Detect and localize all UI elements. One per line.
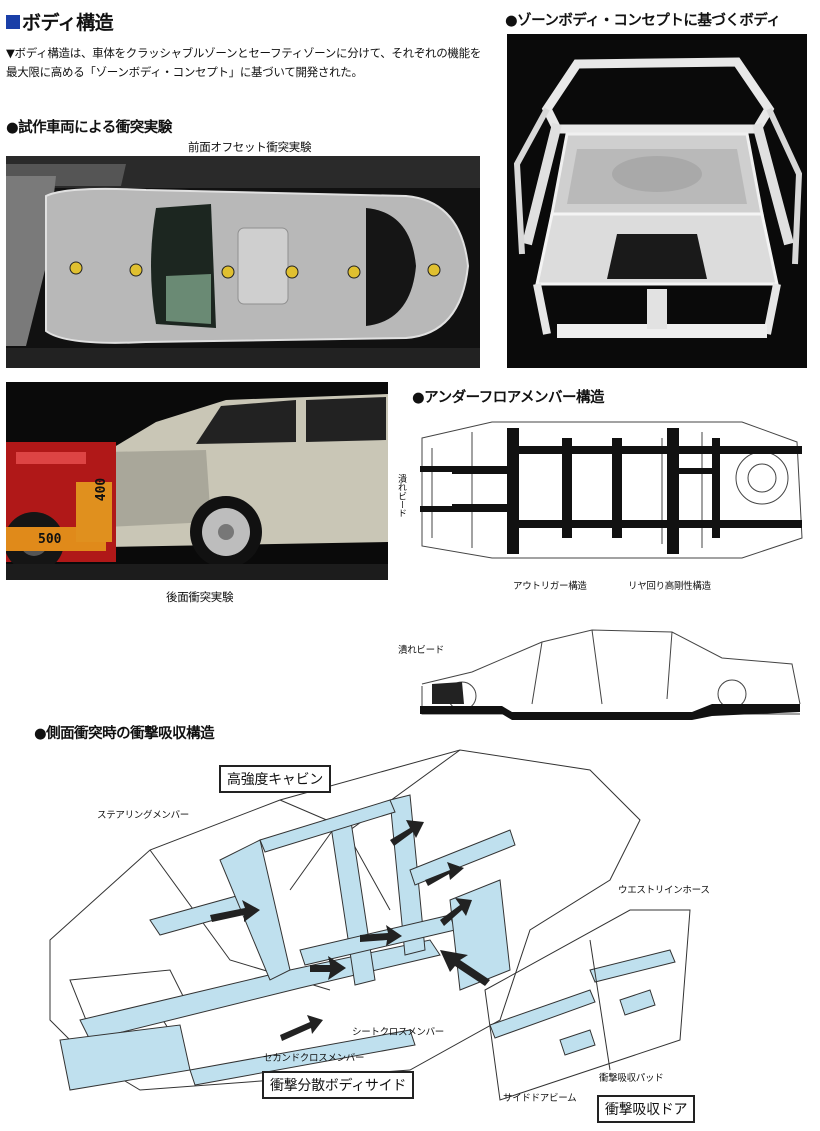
caption-rear-impact: 後面衝突実験 [166, 590, 234, 604]
page-title: ボディ構造 [6, 8, 114, 35]
barrier-number-bottom: 500 [38, 532, 62, 547]
front-offset-photo [6, 156, 480, 368]
label-seat-cross-member: シートクロスメンバー [352, 1027, 445, 1038]
side-impact-diagram [30, 740, 810, 1125]
label-impact-pad: 衝撃吸収パッド [599, 1073, 664, 1084]
label-steering-member: ステアリングメンバー [97, 810, 190, 821]
barrier-number-top: 400 [94, 477, 110, 502]
zone-body-photo [507, 34, 807, 368]
title-square-icon [6, 14, 20, 29]
label-impact-dispersion-body-side: 衝撃分散ボディサイド [262, 1071, 415, 1099]
label-outrigger: アウトリガー構造 [513, 581, 587, 592]
label-second-cross-member: セカンドクロスメンバー [263, 1053, 365, 1064]
label-waist-line-hose: ウエストリインホース [618, 885, 710, 896]
label-high-strength-cabin: 高強度キャビン [219, 765, 331, 793]
section-underfloor: ●アンダーフロアメンバー構造 [412, 390, 604, 406]
label-bead-side: 潰れビード [398, 645, 445, 656]
intro-text: ▼ボディ構造は、車体をクラッシャブルゾーンとセーフティゾーンに分けて、それぞれの… [6, 46, 482, 79]
underfloor-side-diagram [412, 624, 808, 728]
rear-impact-photo [6, 382, 388, 580]
section-crash-test: ●試作車両による衝突実験 [6, 120, 172, 136]
label-side-door-beam: サイドドアビーム [503, 1093, 577, 1104]
underfloor-plan-diagram [412, 408, 810, 574]
label-bead-vertical: 潰れビード [396, 474, 406, 518]
page-title-text: ボディ構造 [22, 12, 114, 34]
label-rear-rigid: リヤ回り高剛性構造 [628, 581, 711, 592]
caption-front-offset: 前面オフセット衝突実験 [188, 140, 312, 154]
section-side-impact: ●側面衝突時の衝撃吸収構造 [34, 726, 215, 742]
label-impact-absorb-door: 衝撃吸収ドア [597, 1095, 696, 1123]
section-zone-body: ●ゾーンボディ・コンセプトに基づくボディ [505, 13, 781, 29]
